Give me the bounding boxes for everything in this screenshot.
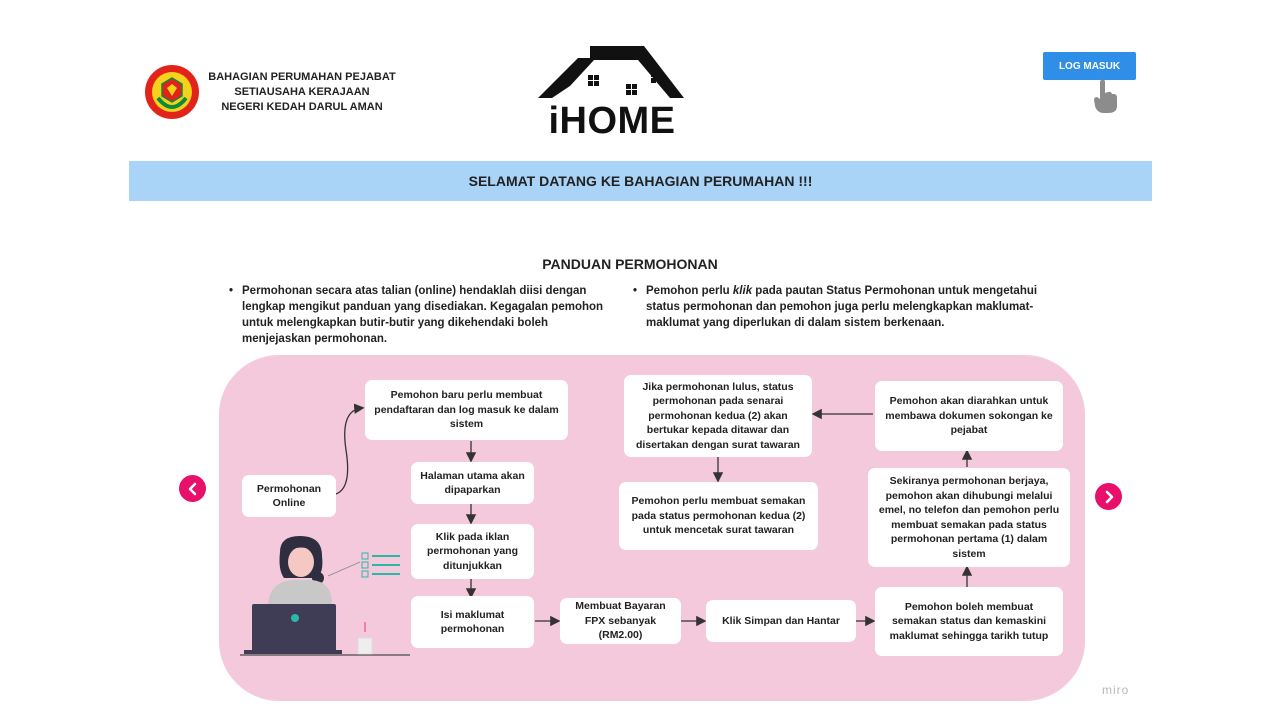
logo-text: iHOME [548,100,676,142]
miro-watermark: miro [1102,683,1130,697]
crest-icon [145,65,199,119]
flow-step-fill-info: Isi maklumat permohonan [411,596,534,648]
welcome-banner: SELAMAT DATANG KE BAHAGIAN PERUMAHAN !!! [129,161,1152,201]
ihome-logo [536,42,686,142]
bullet-mark: • [229,285,234,297]
guide-right-text-after: pada pautan Status Permohonan untuk meng… [646,285,1038,329]
person-laptop-illustration [240,534,415,658]
flow-step-online: Permohonan Online [242,475,336,517]
flow-step-print-offer: Pemohon perlu membuat semakan pada statu… [619,482,818,550]
flow-step-save-submit: Klik Simpan dan Hantar [706,600,856,642]
previous-slide-button[interactable] [179,475,206,502]
org-line-3: NEGERI KEDAH DARUL AMAN [221,101,383,113]
flow-step-bring-docs: Pemohon akan diarahkan untuk membawa dok… [875,381,1063,451]
guide-right-emphasis: klik [732,285,753,297]
flow-step-if-approved: Jika permohonan lulus, status permohonan… [624,375,812,457]
chevron-right-icon [1105,490,1113,503]
guide-left-text: Permohonan secara atas talian (online) h… [242,285,604,345]
flow-step-payment: Membuat Bayaran FPX sebanyak (RM2.00) [560,598,681,644]
flow-step-check-status: Pemohon boleh membuat semakan status dan… [875,587,1063,656]
login-button[interactable]: LOG MASUK [1043,52,1136,80]
org-line-1: BAHAGIAN PERUMAHAN PEJABAT [208,71,396,83]
bullet-mark: • [633,285,638,297]
state-crest [144,64,200,120]
chevron-left-icon [188,482,196,495]
flow-step-if-success: Sekiranya permohonan berjaya, pemohon ak… [868,468,1070,567]
org-line-2: SETIAUSAHA KERAJAAN [234,86,370,98]
organization-name: BAHAGIAN PERUMAHAN PEJABAT SETIAUSAHA KE… [196,70,408,115]
guide-right-text-before: Pemohon perlu [646,285,733,297]
guide-right-paragraph: • Pemohon perlu klik pada pautan Status … [633,283,1050,331]
flow-step-register: Pemohon baru perlu membuat pendaftaran d… [365,380,568,440]
guide-title: PANDUAN PERMOHONAN [542,256,718,272]
next-slide-button[interactable] [1095,483,1122,510]
guide-left-paragraph: • Permohonan secara atas talian (online)… [229,283,614,347]
house-roof-icon [538,46,684,98]
flow-step-click-ad: Klik pada iklan permohonan yang ditunjuk… [411,524,534,579]
pointer-hand-icon [1092,78,1120,114]
flow-step-homepage: Halaman utama akan dipaparkan [411,462,534,504]
